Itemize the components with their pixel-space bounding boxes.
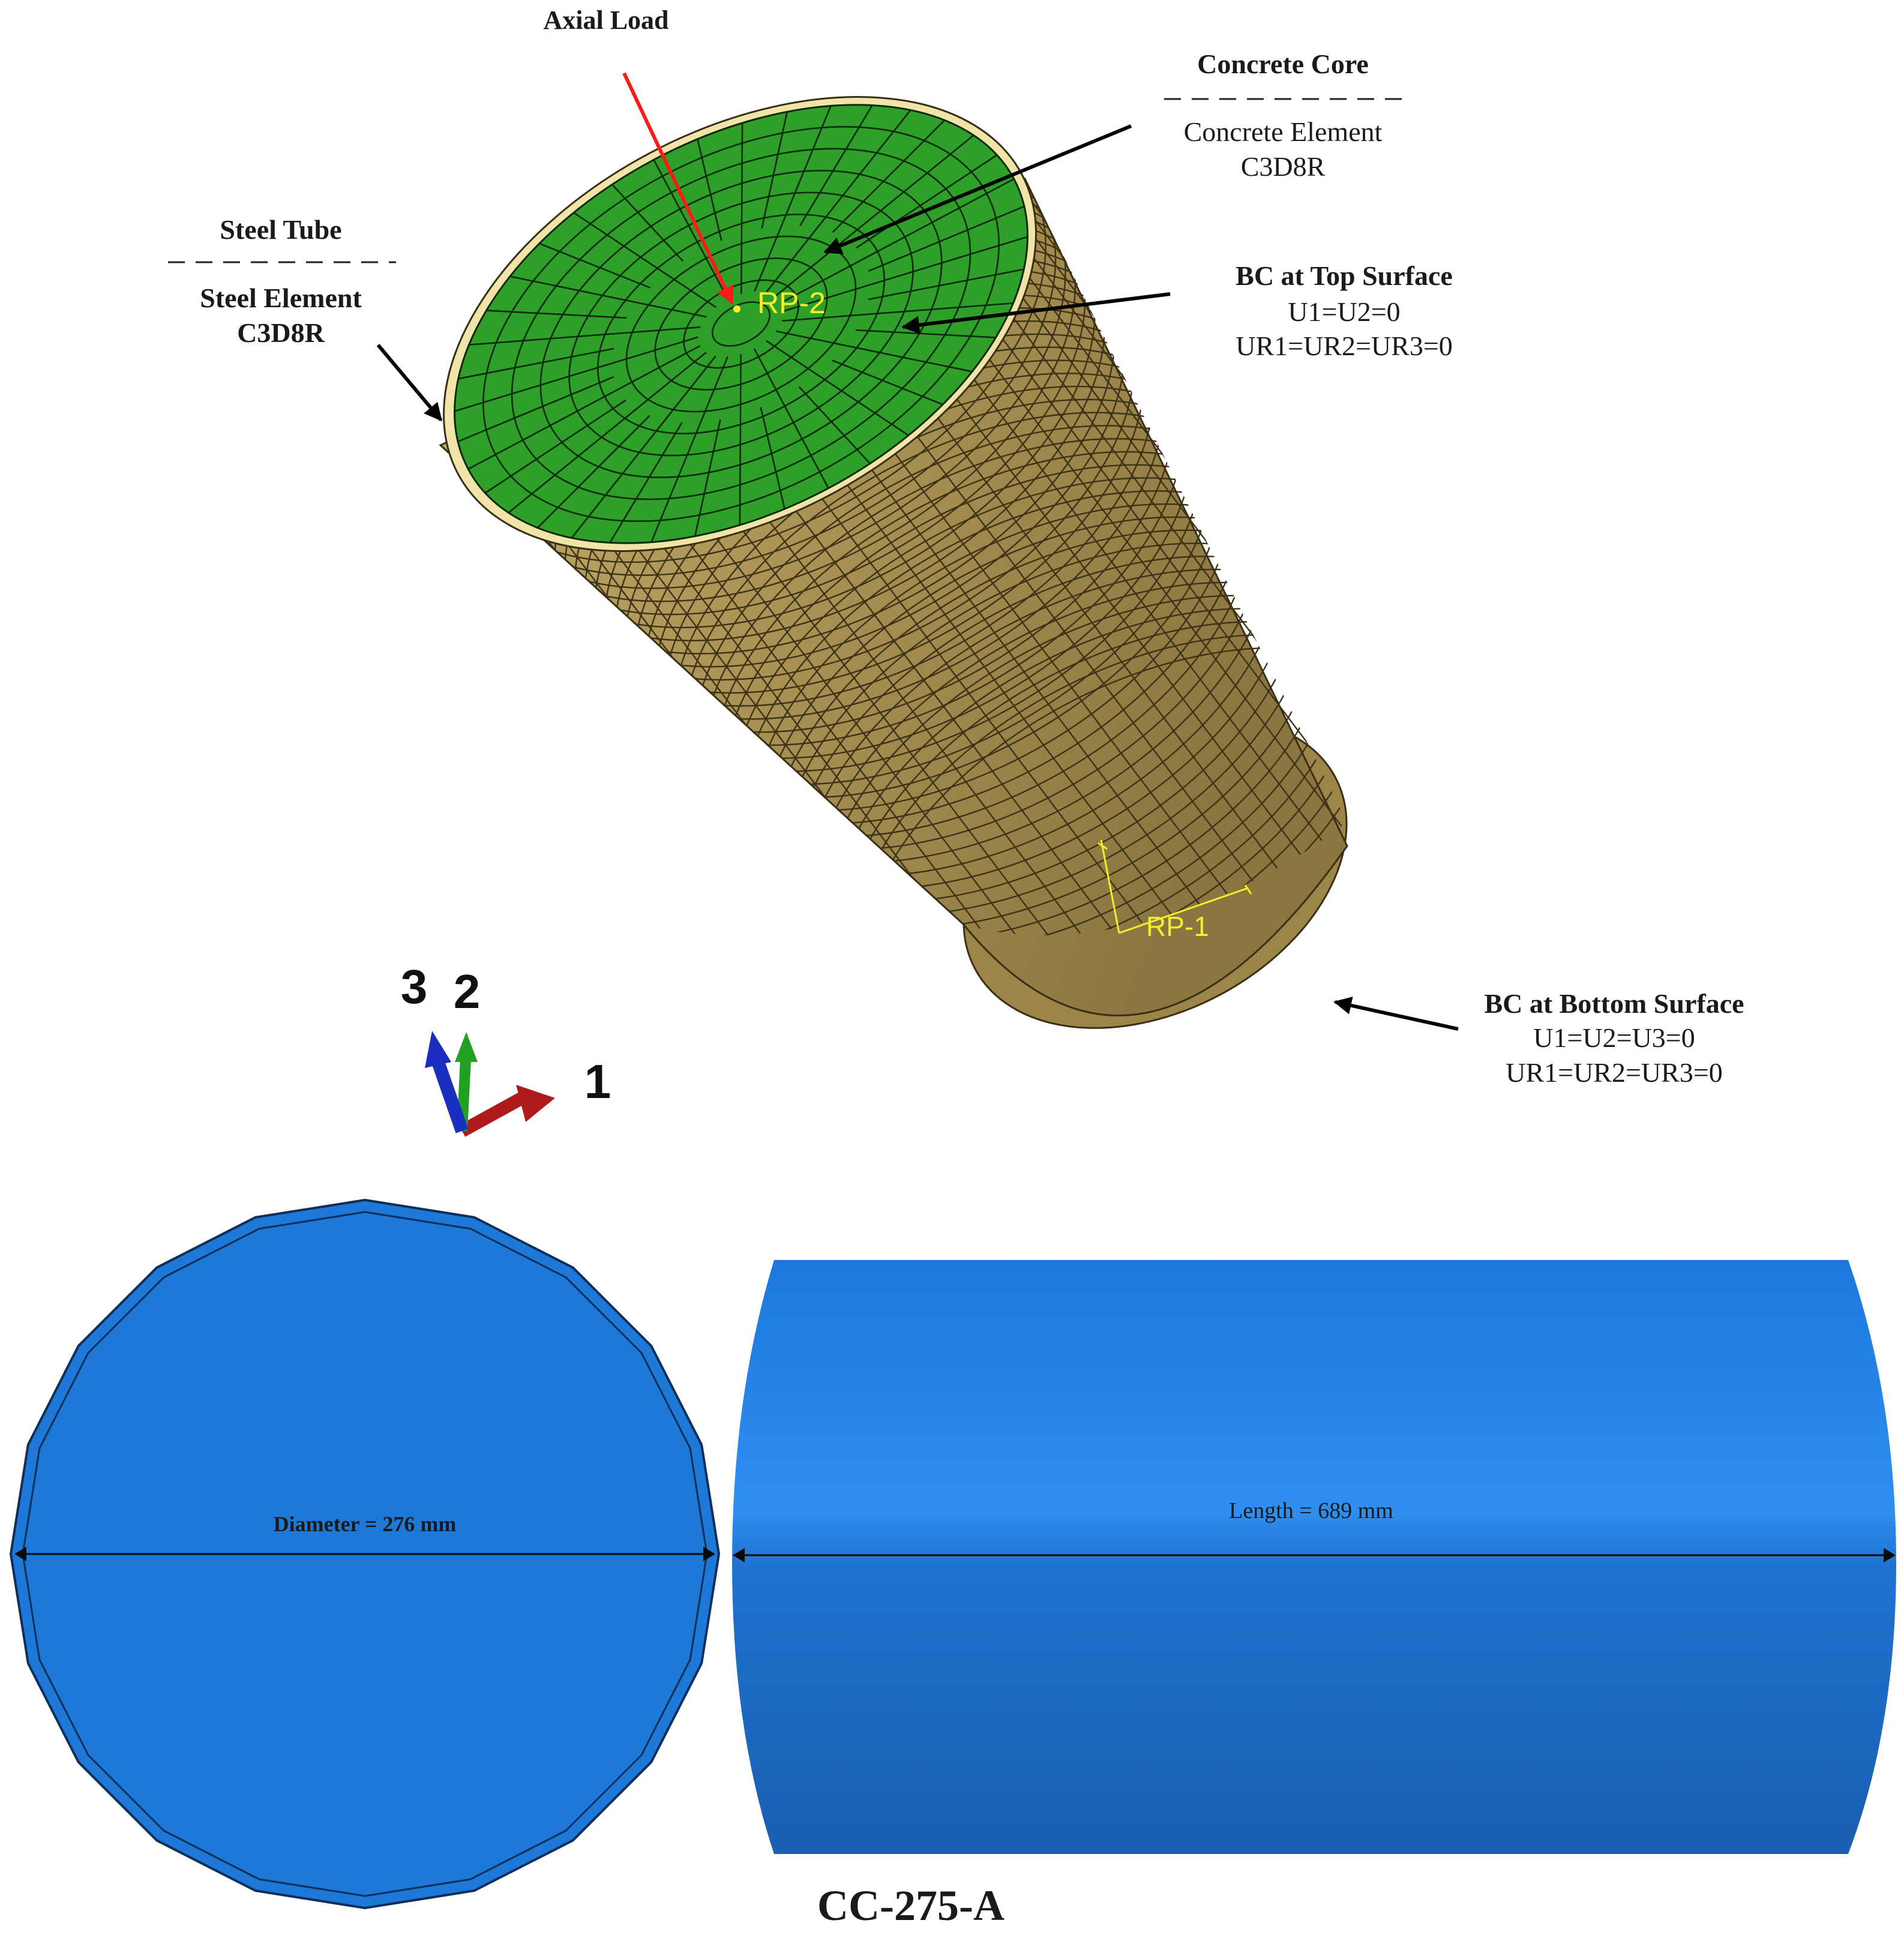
concrete-mesh-radial — [855, 329, 996, 338]
steel-tube-label: Steel Tube — [220, 214, 341, 245]
specimen-label: CC-275-A — [817, 1882, 1005, 1930]
concrete-core-label: Concrete Core — [1197, 49, 1369, 79]
concrete-mesh-radial — [781, 302, 1014, 322]
concrete-mesh-radial — [784, 236, 1028, 312]
axis-3-label: 3 — [401, 960, 428, 1013]
concrete-mesh-radial — [868, 205, 1025, 272]
bc-top-title: BC at Top Surface — [1236, 260, 1453, 291]
steel-element-label: Steel Element — [200, 283, 362, 313]
concrete-mesh-radial — [799, 104, 873, 226]
concrete-mesh-radial — [653, 159, 729, 300]
concrete-element-label: Concrete Element — [1184, 116, 1383, 147]
axial-load-label: Axial Load — [543, 5, 668, 35]
axis-2-label: 2 — [454, 965, 481, 1018]
concrete-element-type: C3D8R — [1241, 151, 1326, 182]
concrete-mesh-radial — [831, 359, 943, 406]
steel-mesh-ring — [820, 595, 1347, 935]
concrete-mesh-radial — [458, 347, 614, 380]
concrete-mesh-radial — [781, 178, 1015, 303]
rp-2-point — [733, 305, 740, 313]
concrete-mesh-radial — [571, 355, 716, 539]
coordinate-triad: 3 2 1 — [401, 960, 611, 1137]
concrete-mesh-radial — [694, 419, 721, 536]
concrete-mesh-radial — [467, 345, 701, 470]
steel-mesh-longitudinal — [742, 529, 1158, 935]
steel-mesh-ring — [859, 647, 1347, 935]
concrete-mesh-radial — [536, 415, 650, 529]
concrete-mesh-radial — [469, 326, 701, 346]
steel-mesh-longitudinal — [768, 520, 1184, 935]
bc-bottom-line1: U1=U2=U3=0 — [1533, 1022, 1695, 1053]
concrete-mesh-radial — [650, 356, 728, 543]
bc-top-line2: UR1=UR2=UR3=0 — [1236, 331, 1453, 361]
concrete-mesh-radial — [508, 352, 707, 514]
steel-mesh-ring — [850, 634, 1347, 935]
concrete-mesh-radial — [509, 275, 707, 318]
bc-bottom-title: BC at Bottom Surface — [1484, 988, 1744, 1019]
concrete-mesh-radial — [539, 242, 651, 289]
length-label: Length = 689 mm — [1229, 1498, 1393, 1523]
concrete-mesh-radial — [753, 348, 829, 489]
concrete-mesh-radial — [775, 330, 973, 373]
steel-mesh-longitudinal — [821, 497, 1237, 935]
concrete-mesh-radial — [573, 212, 716, 308]
steel-mesh-longitudinal — [846, 484, 1262, 935]
cylinder-3d-model: RP-1 RP-2 — [439, 96, 1348, 1029]
concrete-mesh-radial — [760, 407, 785, 509]
steel-mesh-longitudinal — [715, 537, 1131, 935]
concrete-mesh-radial — [609, 422, 683, 544]
steel-mesh-ring — [830, 608, 1347, 935]
concrete-mesh-radial — [454, 336, 698, 412]
end-view: Diameter = 276 mm — [9, 1198, 721, 1910]
bc-top-leader — [901, 292, 1171, 334]
concrete-mesh-radial — [798, 386, 871, 464]
concrete-element-leader — [823, 124, 1132, 254]
concrete-mesh-radial — [832, 119, 946, 233]
concrete-mesh-radial — [486, 310, 627, 319]
rp-1-marker — [1098, 839, 1252, 934]
concrete-mesh-radial — [868, 268, 1024, 301]
steel-mesh-ring — [810, 581, 1347, 935]
steel-mesh-ring — [839, 621, 1347, 935]
bc-bottom-leader — [1333, 997, 1459, 1031]
concrete-mesh-radial — [611, 184, 684, 262]
concrete-mesh-lines — [454, 104, 1028, 544]
bc-top-line1: U1=U2=0 — [1288, 296, 1400, 327]
concrete-mesh-radial — [775, 134, 975, 296]
axial-load-arrow — [622, 72, 734, 305]
rp-1-label: RP-1 — [1146, 911, 1209, 942]
concrete-mesh-radial — [484, 399, 626, 494]
concrete-mesh-radial — [740, 122, 743, 294]
diameter-label: Diameter = 276 mm — [274, 1512, 457, 1536]
steel-element-type: C3D8R — [237, 317, 325, 348]
steel-mesh-ring — [800, 568, 1347, 935]
concrete-mesh-radial — [766, 109, 911, 293]
concrete-mesh-radial — [754, 105, 832, 292]
concrete-mesh-radial — [739, 354, 742, 526]
side-view-body — [732, 1260, 1896, 1854]
steel-element-leader — [376, 344, 443, 422]
concrete-mesh-radial — [856, 154, 998, 249]
concrete-mesh-radial — [761, 112, 788, 229]
concrete-mesh-radial — [766, 340, 909, 436]
axis-1-label: 1 — [584, 1055, 611, 1108]
concrete-mesh-ring — [711, 301, 771, 347]
concrete-mesh-radial — [457, 376, 614, 443]
end-view-inner — [22, 1211, 708, 1897]
concrete-mesh-radial — [697, 139, 722, 241]
rp-2-label: RP-2 — [757, 286, 826, 320]
bc-bottom-line2: UR1=UR2=UR3=0 — [1506, 1057, 1723, 1088]
side-view: Length = 689 mm — [732, 1260, 1896, 1854]
